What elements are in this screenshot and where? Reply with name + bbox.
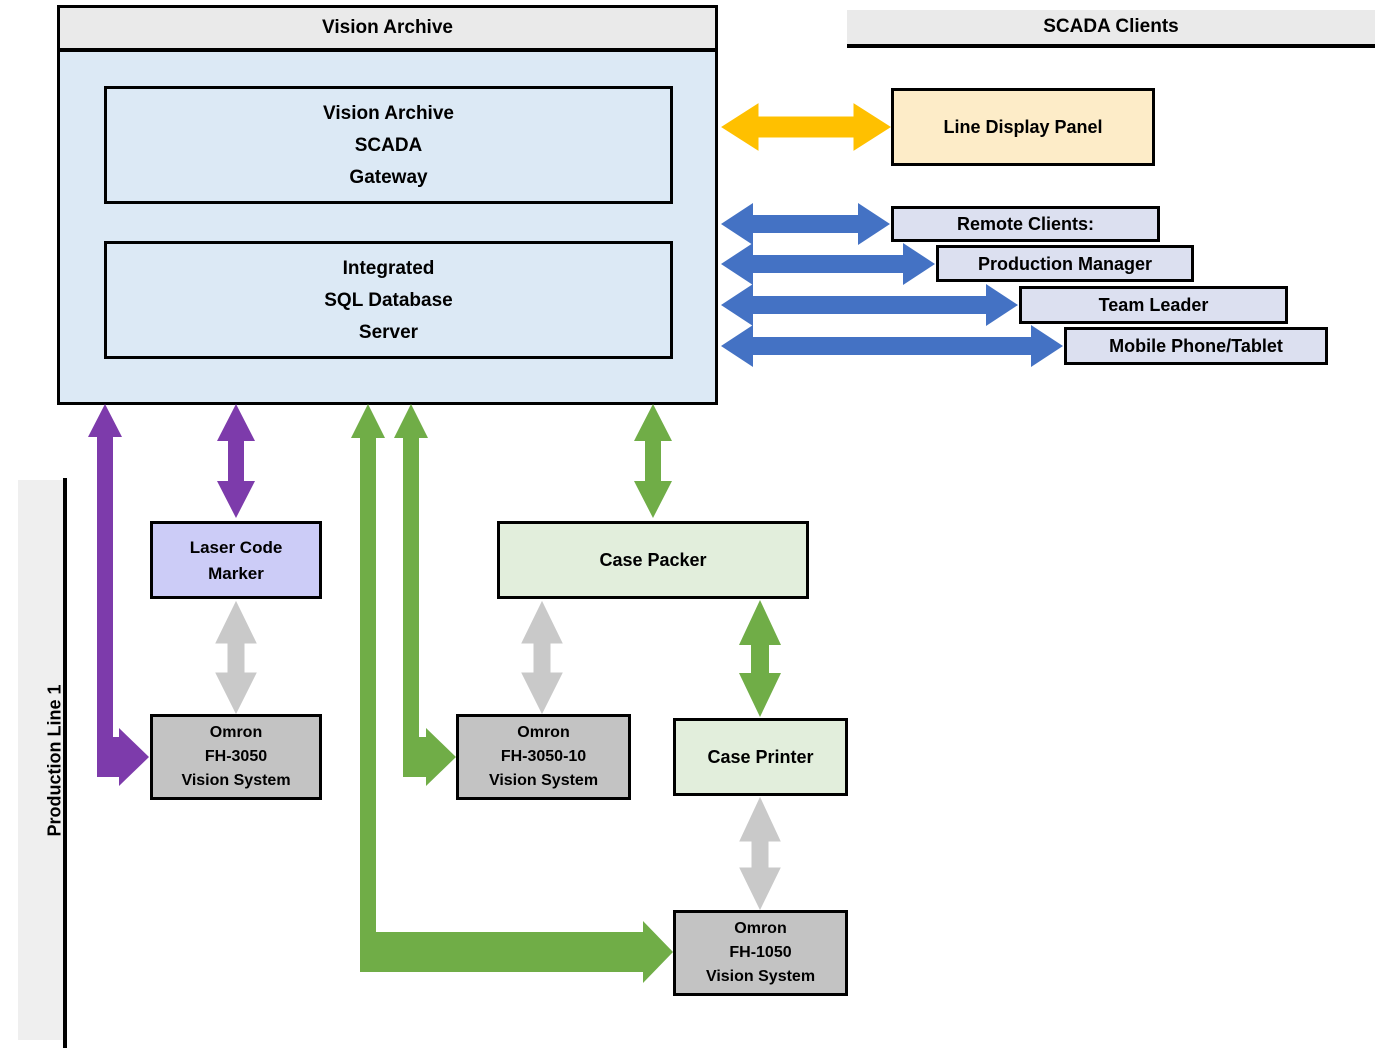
database-line-1: Integrated — [342, 257, 435, 279]
omron-3050-10-line-2: FH-3050-10 — [500, 748, 587, 765]
arrow-vision-archive-to-omron-fh-1050 — [351, 404, 673, 983]
laser-code-marker-box[interactable]: Laser Code Marker — [150, 521, 322, 599]
arrow-vision-archive-to-omron-fh-3050-10 — [394, 404, 456, 786]
case-packer-label: Case Packer — [599, 550, 707, 570]
scada-clients-title: SCADA Clients — [1043, 16, 1179, 37]
arrow-vision-archive-to-team-leader — [721, 284, 1018, 326]
database-line-3: Server — [358, 321, 419, 343]
arrow-case-packer-to-omron-fh-3050-10 — [521, 600, 563, 715]
omron-1050-line-1: Omron — [734, 920, 787, 937]
laser-code-marker-line-1: Laser Code — [189, 537, 283, 557]
gateway-line-1: Vision Archive — [323, 102, 454, 124]
omron-1050-line-2: FH-1050 — [729, 944, 792, 961]
arrow-case-printer-to-omron-fh-1050 — [739, 796, 781, 911]
gateway-line-2: SCADA — [354, 134, 423, 156]
omron-1050-line-3: Vision System — [705, 968, 816, 985]
omron-3050-line-3: Vision System — [181, 772, 291, 789]
arrow-vision-archive-to-omron-fh-3050 — [88, 404, 149, 786]
remote-clients-box[interactable]: Remote Clients: — [891, 206, 1160, 242]
vision-archive-database-box: Integrated SQL Database Server — [104, 241, 673, 359]
team-leader-box[interactable]: Team Leader — [1019, 286, 1288, 324]
omron-fh-3050-10-box[interactable]: Omron FH-3050-10 Vision System — [456, 714, 631, 800]
laser-code-marker-line-2: Marker — [208, 563, 264, 583]
production-manager-box[interactable]: Production Manager — [936, 245, 1194, 282]
production-line-strip — [18, 480, 63, 1040]
arrow-vision-archive-to-production-manager — [721, 243, 935, 285]
omron-3050-line-2: FH-3050 — [204, 748, 268, 765]
arrow-laser-code-marker-to-omron-fh-3050 — [215, 600, 257, 715]
omron-fh-1050-box[interactable]: Omron FH-1050 Vision System — [673, 910, 848, 996]
remote-clients-label: Remote Clients: — [956, 214, 1095, 234]
arrow-vision-archive-to-mobile-phone-tablet — [721, 325, 1063, 367]
arrow-vision-archive-to-laser-code-marker — [217, 404, 255, 518]
production-line-label: Production Line 1 — [44, 684, 65, 837]
scada-clients-title-bar: SCADA Clients — [847, 10, 1375, 48]
omron-3050-10-line-3: Vision System — [488, 772, 599, 789]
vision-archive-title: Vision Archive — [322, 17, 453, 38]
arrow-vision-archive-to-case-packer — [634, 404, 672, 518]
gateway-line-3: Gateway — [349, 166, 428, 188]
omron-3050-10-line-1: Omron — [517, 724, 570, 741]
mobile-phone-tablet-label: Mobile Phone/Tablet — [1109, 336, 1283, 356]
production-line-rule — [63, 478, 67, 1048]
line-display-panel-box[interactable]: Line Display Panel — [891, 88, 1155, 166]
line-display-panel-label: Line Display Panel — [943, 117, 1103, 137]
vision-archive-gateway-box: Vision Archive SCADA Gateway — [104, 86, 673, 204]
production-manager-label: Production Manager — [977, 253, 1152, 274]
omron-3050-line-1: Omron — [209, 724, 263, 741]
arrow-case-packer-to-case-printer — [739, 600, 781, 717]
omron-fh-3050-box[interactable]: Omron FH-3050 Vision System — [150, 714, 322, 800]
case-printer-box[interactable]: Case Printer — [673, 718, 848, 796]
team-leader-label: Team Leader — [1098, 295, 1209, 315]
mobile-phone-tablet-box[interactable]: Mobile Phone/Tablet — [1064, 327, 1328, 365]
arrow-vision-archive-to-line-display-panel — [721, 103, 891, 151]
case-packer-box[interactable]: Case Packer — [497, 521, 809, 599]
vision-archive-title-bar: Vision Archive — [60, 8, 715, 52]
case-printer-label: Case Printer — [707, 747, 814, 767]
arrow-vision-archive-to-remote-clients — [721, 203, 890, 245]
database-line-2: SQL Database — [324, 289, 453, 311]
